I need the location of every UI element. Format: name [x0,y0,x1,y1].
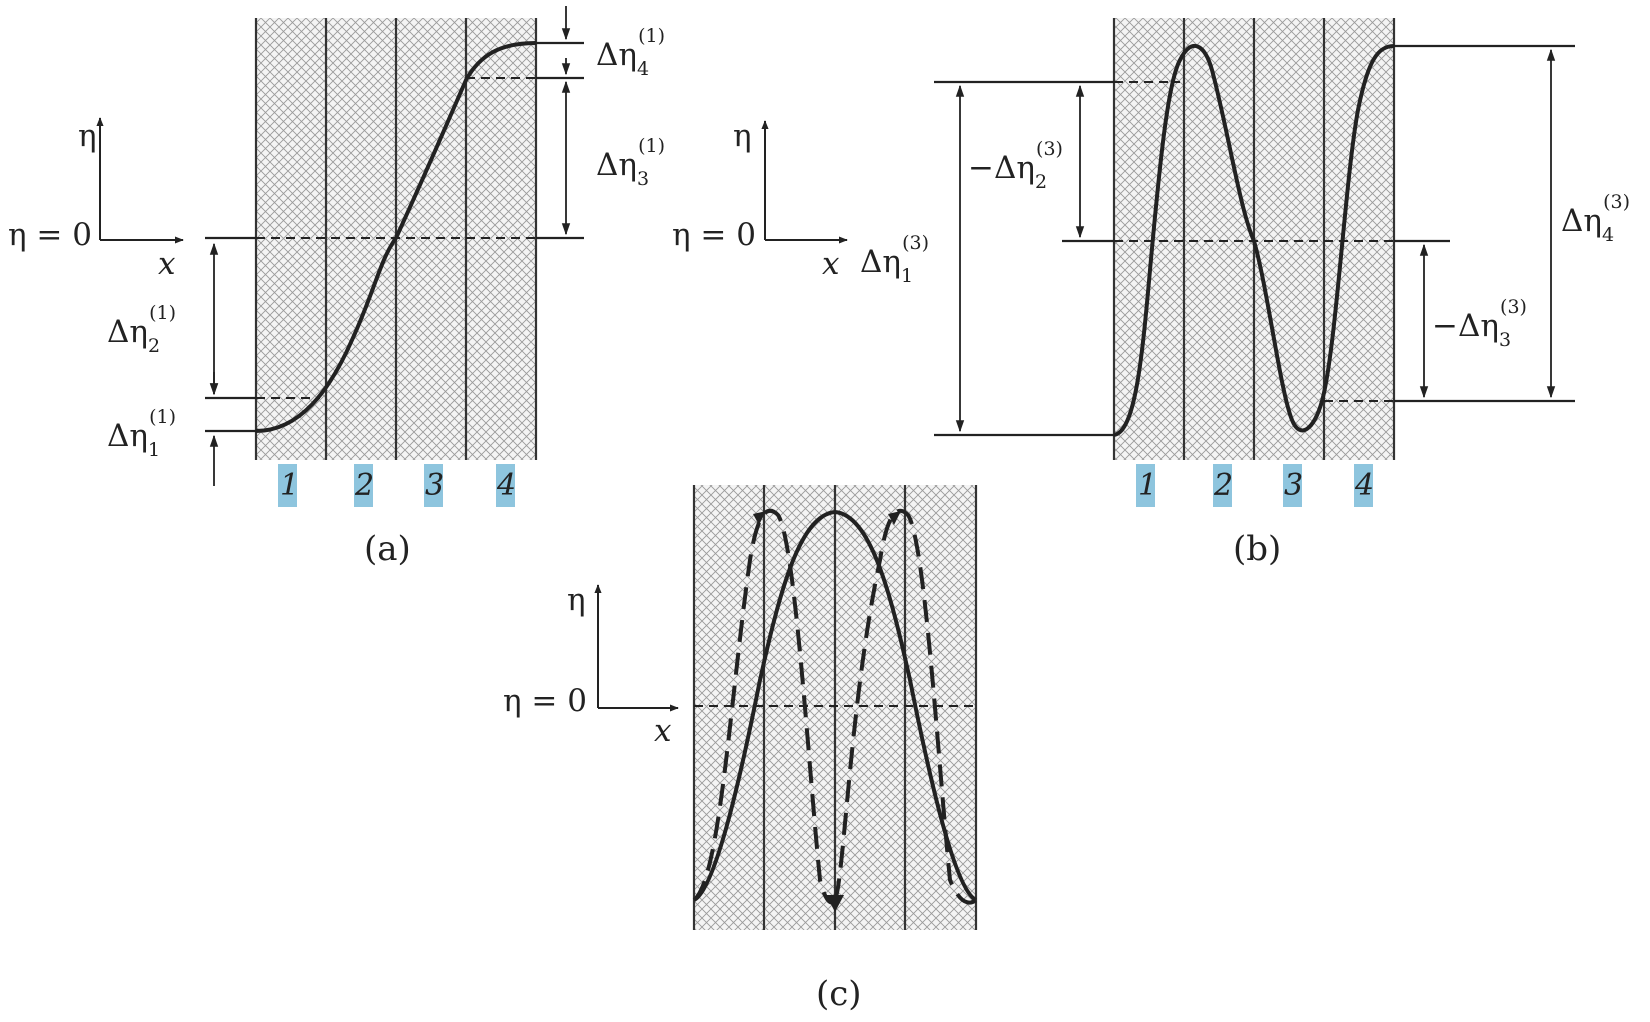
panel-c-up-arrow-right [888,511,901,525]
panel-b-dimension-arrows [955,48,1556,433]
panel-a-x-axis-label: x [158,246,176,282]
panel-a-delta-eta-4: Δη4(1) [596,25,665,80]
panel-a-strip-label-1: 1 [280,468,299,503]
panel-b-x-axis-label: x [822,246,840,282]
panel-b-strip-labels: 1 2 3 4 [1136,464,1374,507]
panel-b-delta-eta-3: −Δη3(3) [1432,296,1527,351]
panel-b-profile-curve [1113,44,1395,437]
panel-c-solid-mode-curve [692,509,978,902]
panel-c-dashed-curve-right [833,508,978,905]
panel-b-delta-eta-2: −Δη2(3) [968,138,1063,193]
panel-a-dimension-arrows [209,6,571,486]
panel-c-zero-label: η = 0 [503,683,587,719]
panel-a-delta-eta-2: Δη2(1) [107,302,176,357]
panel-a: η x η = 0 Δη2(1) [8,6,665,569]
panel-c-caption: (c) [816,974,862,1014]
panel-a-level-lines [205,41,584,433]
panel-c-dashed-mode-curves [692,508,978,905]
panel-b-strip-label-2: 2 [1213,468,1233,503]
panel-c: η x η = 0 (c) [503,485,978,1014]
panel-b-delta-eta-4: Δη4(3) [1561,191,1630,246]
panel-c-down-arrow-center [826,895,844,912]
panel-b-axes [761,120,848,244]
panel-a-caption: (a) [364,529,411,569]
panel-c-arrowheads [753,511,901,912]
panel-a-strip-label-4: 4 [496,468,516,503]
panel-c-up-arrow-left [753,511,766,525]
panel-c-x-axis-label: x [654,713,672,749]
panel-c-eta-axis-label: η [567,582,586,618]
panel-a-eta-axis-label: η [78,118,97,154]
panel-c-axes [594,584,679,712]
panel-b: η x η = 0 Δη1(3) −Δη2(3) [672,18,1630,569]
panel-a-strip-labels: 1 2 3 4 [278,464,516,507]
panel-b-strip-label-3: 3 [1284,468,1303,503]
panel-c-strip-boundaries [692,485,978,930]
panel-c-dashed-curve-left [692,508,837,905]
panel-b-delta-eta-1: Δη1(3) [860,232,929,287]
panel-a-delta-eta-1: Δη1(1) [107,406,176,461]
panel-b-level-lines [934,44,1575,437]
panel-b-eta-axis-label: η [733,118,752,154]
panel-a-profile-curve [255,41,537,433]
panel-a-strip-label-2: 2 [354,468,374,503]
panel-a-zero-label: η = 0 [8,217,92,253]
panel-a-axes [96,117,184,244]
panel-b-strip-label-1: 1 [1138,468,1157,503]
panel-a-delta-eta-3: Δη3(1) [596,135,665,190]
panel-a-strip-label-3: 3 [425,468,444,503]
panel-b-caption: (b) [1233,529,1281,569]
panel-b-zero-label: η = 0 [672,217,756,253]
panel-b-strip-label-4: 4 [1354,468,1374,503]
